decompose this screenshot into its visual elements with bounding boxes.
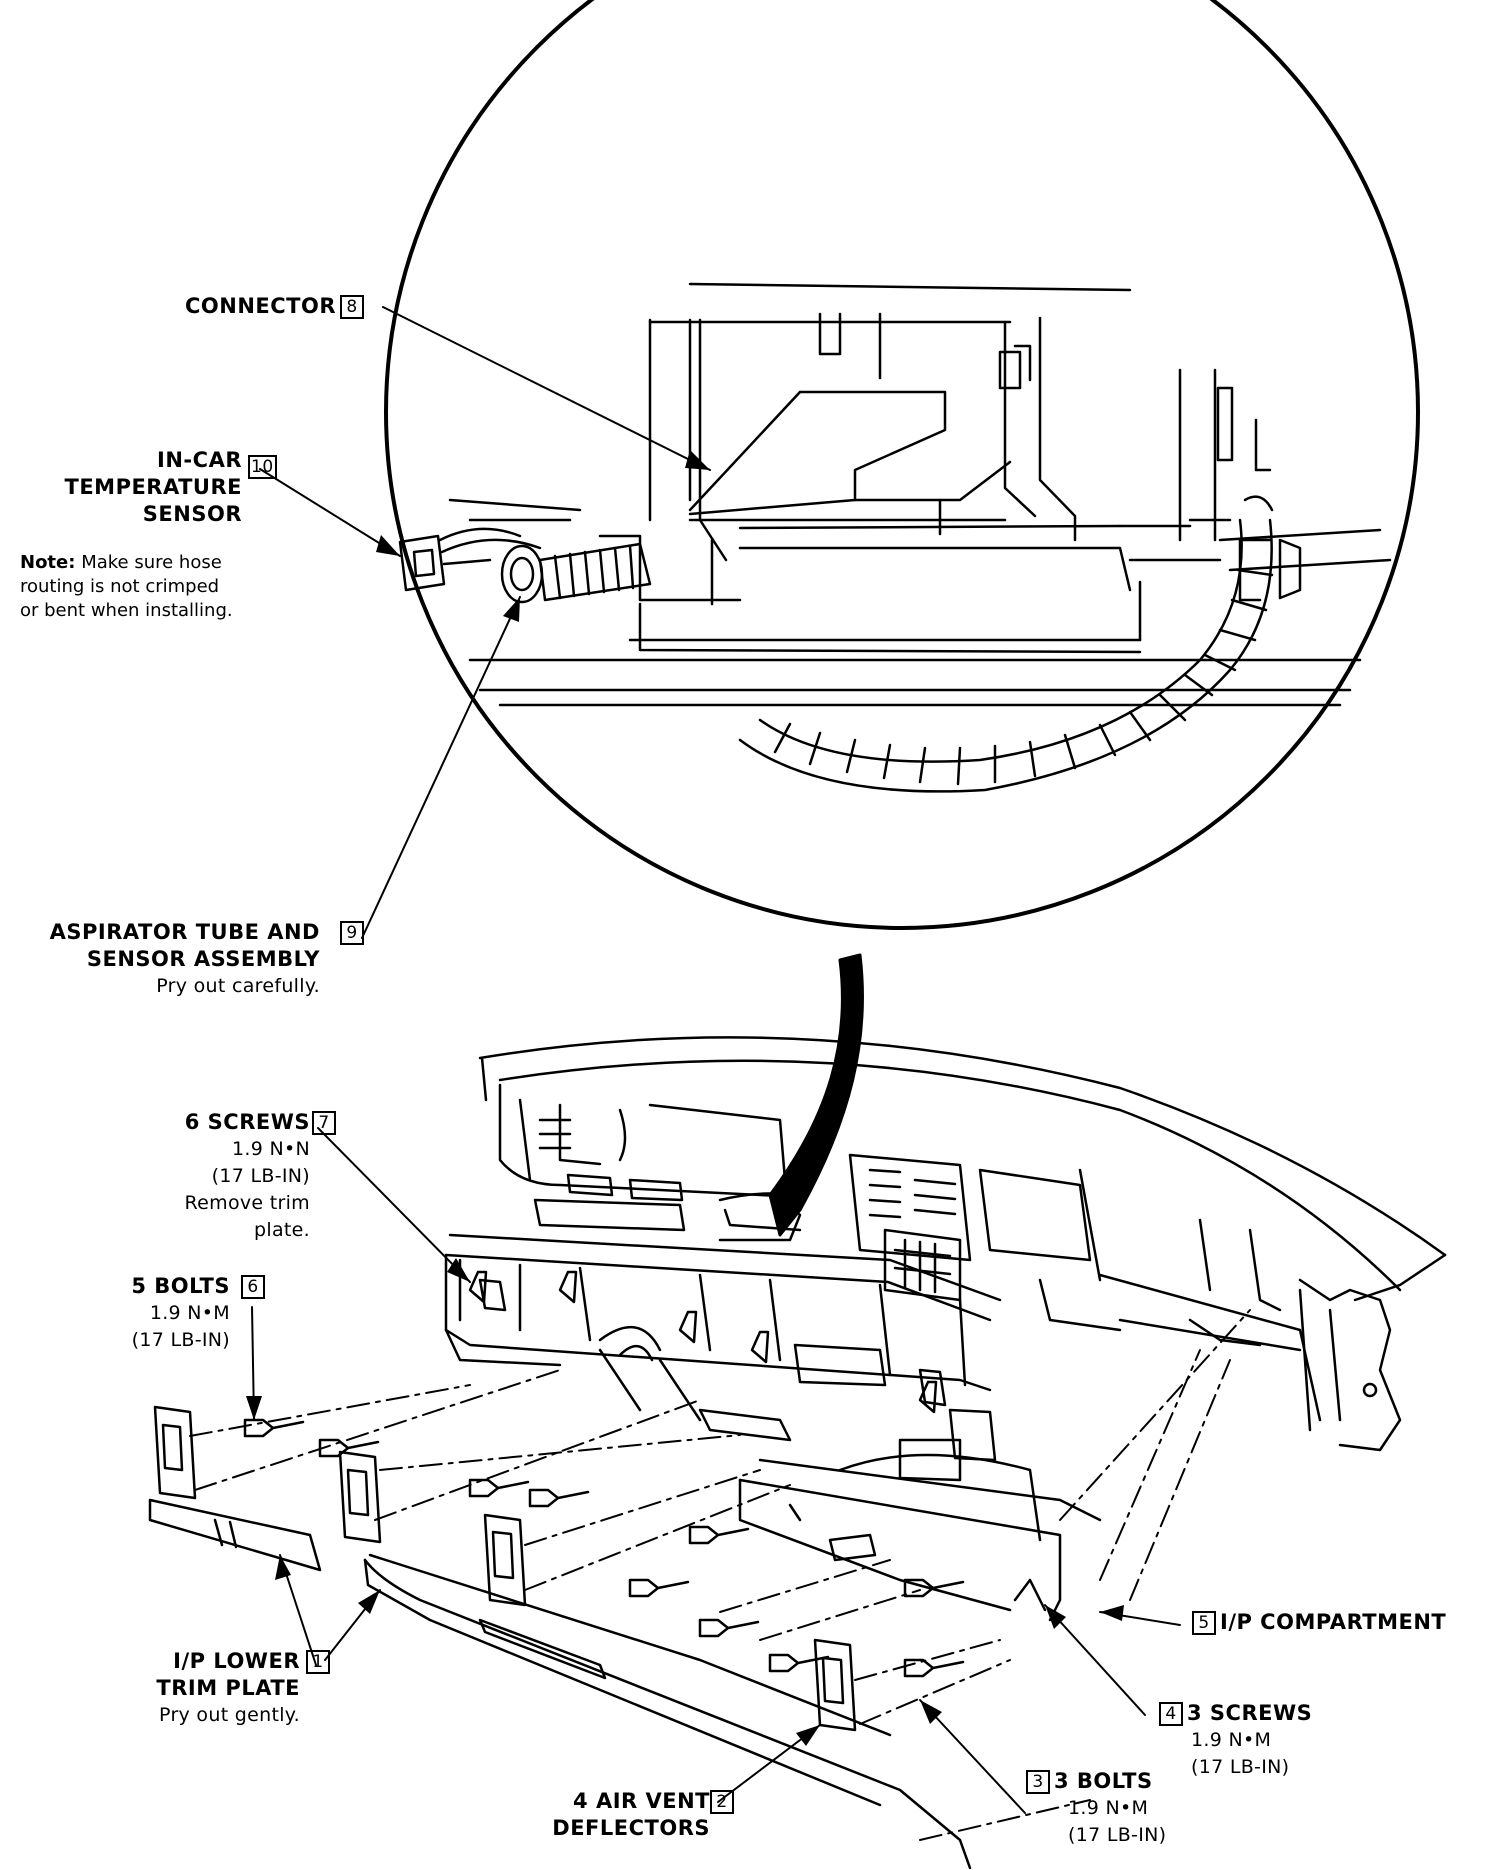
screws-7-number-wrap: 7	[308, 1109, 340, 1136]
screws-7-callout: 6 SCREWS 1.9 N•N (17 LB-IN) Remove trim …	[100, 1109, 310, 1244]
screws-4-torque-lbin: (17 LB-IN)	[1191, 1756, 1290, 1778]
callout-number-7: 7	[312, 1111, 336, 1135]
callout-number-6: 6	[241, 1275, 265, 1299]
bolts-6-label: 5 BOLTS	[131, 1274, 230, 1298]
sensor-number-wrap: 10	[244, 453, 281, 480]
note-line-3: or bent when installing.	[20, 600, 233, 621]
detail-view-linework	[398, 282, 1392, 793]
sensor-label-line-1: IN-CAR	[157, 448, 242, 472]
callout-number-3: 3	[1026, 1770, 1050, 1794]
note-line-1: Make sure hose	[81, 552, 222, 573]
in-car-sensor-callout: IN-CAR TEMPERATURE SENSOR	[22, 447, 242, 528]
leader-arrowheads	[246, 450, 1124, 1746]
bolts-6-number-wrap: 6	[237, 1273, 269, 1300]
screws-4-torque: 1.9 N•M	[1191, 1729, 1272, 1751]
aspirator-label-line-1: ASPIRATOR TUBE AND	[49, 920, 320, 944]
callout-number-1: 1	[306, 1650, 330, 1674]
callout-number-10: 10	[248, 455, 277, 479]
vent-label-line-2: DEFLECTORS	[552, 1816, 710, 1840]
screws-7-label: 6 SCREWS	[184, 1110, 310, 1134]
callout-number-8: 8	[340, 295, 365, 319]
aspirator-callout: ASPIRATOR TUBE AND SENSOR ASSEMBLY Pry o…	[20, 919, 320, 1000]
trim-label-line-2: TRIM PLATE	[156, 1676, 300, 1700]
screws-7-torque-lbin: (17 LB-IN)	[211, 1165, 310, 1187]
trim-instruction: Pry out gently.	[159, 1704, 300, 1726]
note-line-2: routing is not crimped	[20, 576, 220, 597]
bolts-3-torque-lbin: (17 LB-IN)	[1068, 1824, 1167, 1846]
instrument-panel-drawing	[148, 1036, 1447, 1870]
compartment-label: I/P COMPARTMENT	[1220, 1610, 1447, 1634]
sensor-label-line-3: SENSOR	[142, 502, 242, 526]
bolts-6-torque: 1.9 N•M	[149, 1302, 230, 1324]
vent-number-wrap: 2	[706, 1788, 738, 1815]
aspirator-number-wrap: 9	[336, 919, 368, 946]
air-vent-callout: 4 AIR VENT DEFLECTORS	[520, 1788, 710, 1842]
screws-7-instruction-2: plate.	[254, 1219, 310, 1241]
bolts-3-label: 3 BOLTS	[1054, 1769, 1153, 1793]
aspirator-label-line-2: SENSOR ASSEMBLY	[86, 947, 320, 971]
bolts-6-callout: 5 BOLTS 1.9 N•M (17 LB-IN)	[60, 1273, 230, 1354]
screws-7-torque: 1.9 N•N	[232, 1138, 310, 1160]
trim-label-line-1: I/P LOWER	[173, 1649, 300, 1673]
callout-number-9: 9	[340, 921, 364, 945]
detail-pointer-arrow	[768, 953, 864, 1237]
screws-4-label: 3 SCREWS	[1187, 1701, 1313, 1725]
hose-routing-note: Note: Make sure hose routing is not crim…	[20, 551, 233, 623]
screws-7-instruction-1: Remove trim	[184, 1192, 310, 1214]
vent-label-line-1: 4 AIR VENT	[573, 1789, 710, 1813]
callout-number-2: 2	[710, 1790, 734, 1814]
detail-magnifier-circle	[384, 0, 1420, 930]
callout-number-4: 4	[1159, 1702, 1183, 1726]
bolts-3-torque: 1.9 N•M	[1068, 1797, 1149, 1819]
trim-number-wrap: 1	[302, 1648, 334, 1675]
lower-trim-plate-callout: I/P LOWER TRIM PLATE Pry out gently.	[90, 1648, 300, 1729]
sensor-label-line-2: TEMPERATURE	[64, 475, 242, 499]
assembly-alignment-lines	[189, 1309, 1251, 1841]
note-prefix: Note:	[20, 552, 76, 573]
aspirator-instruction: Pry out carefully.	[156, 975, 320, 997]
connector-label: CONNECTOR	[185, 294, 337, 318]
bolts-6-torque-lbin: (17 LB-IN)	[131, 1329, 230, 1351]
callout-number-5: 5	[1192, 1611, 1216, 1635]
